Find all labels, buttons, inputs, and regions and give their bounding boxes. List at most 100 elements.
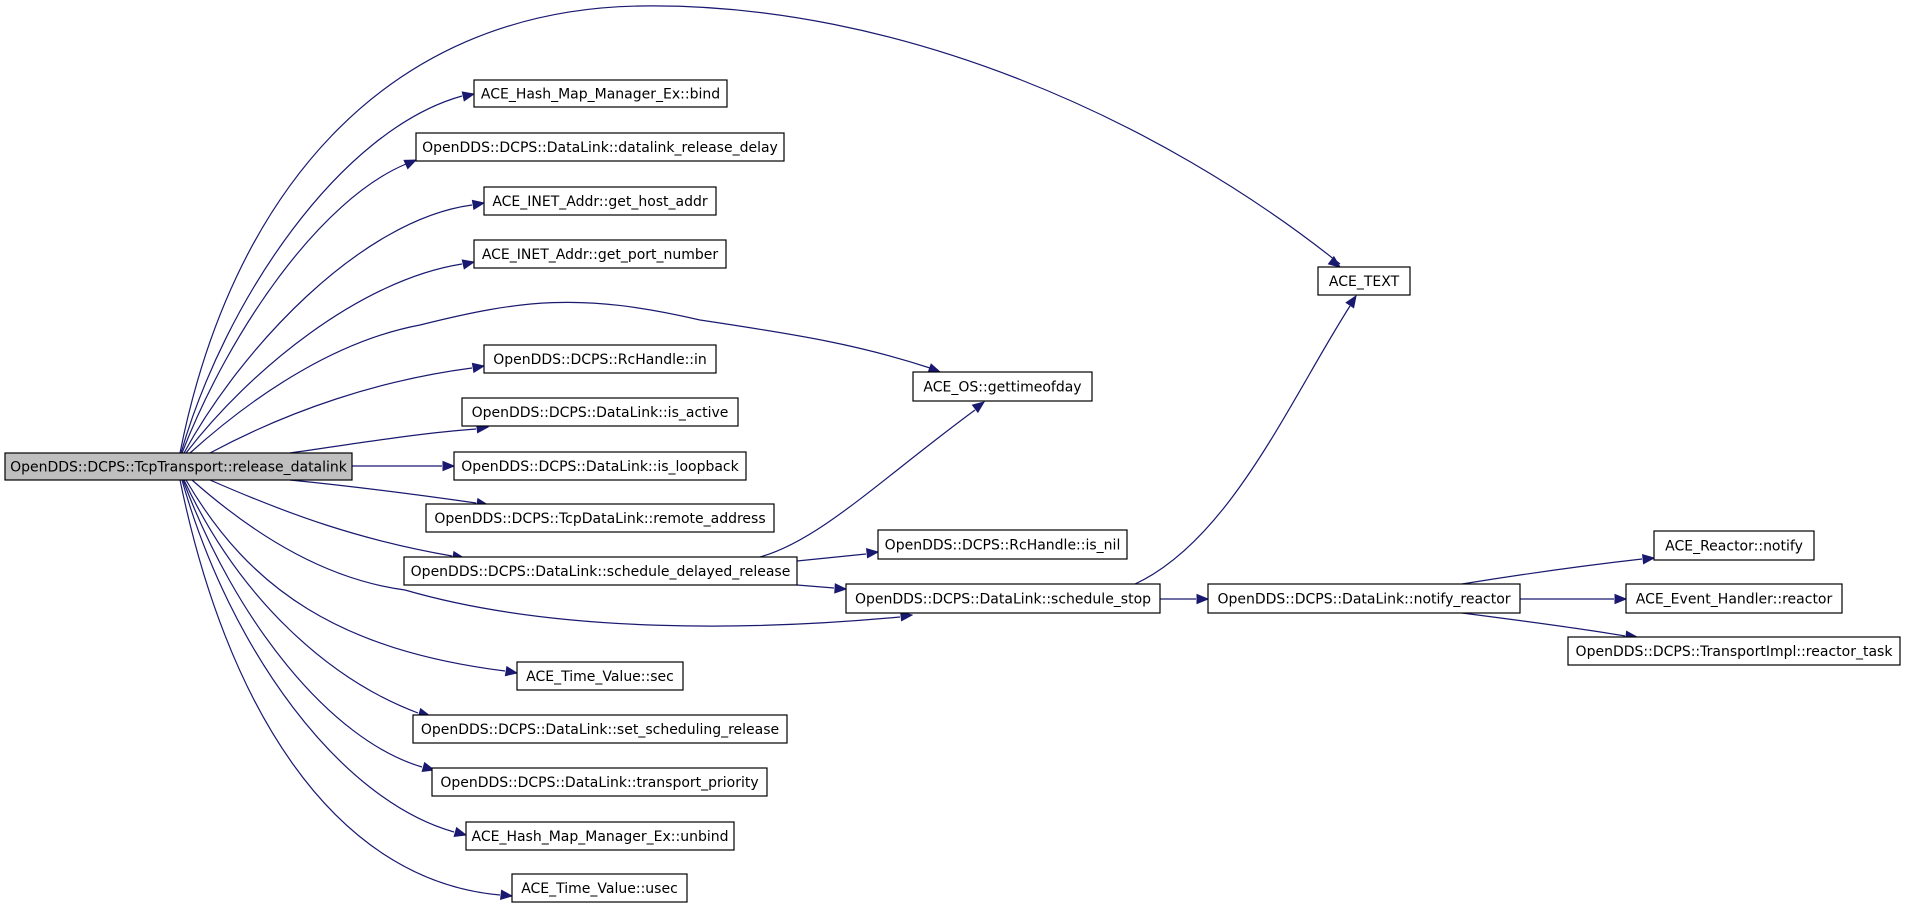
- edge-root-to-gha: [183, 199, 486, 454]
- edge-root-to-isact: [289, 423, 490, 454]
- node-box: [483, 344, 717, 374]
- node-label: OpenDDS::DCPS::TcpTransport::release_dat…: [10, 460, 348, 476]
- edge-line: [796, 584, 835, 589]
- node-box: [473, 239, 727, 269]
- node-sec[interactable]: ACE_Time_Value::sec: [516, 661, 684, 691]
- node-isnil[interactable]: OpenDDS::DCPS::RcHandle::is_nil: [877, 529, 1128, 560]
- edge-root-to-tp: [182, 479, 436, 772]
- arrowhead-icon: [834, 583, 848, 594]
- node-ssr[interactable]: OpenDDS::DCPS::DataLink::set_scheduling_…: [412, 714, 788, 744]
- edge-line: [179, 5, 1341, 454]
- node-isact[interactable]: OpenDDS::DCPS::DataLink::is_active: [461, 397, 739, 427]
- arrowhead-icon: [471, 362, 486, 374]
- node-box: [877, 529, 1128, 560]
- arrowhead-icon: [971, 401, 986, 414]
- node-root[interactable]: OpenDDS::DCPS::TcpTransport::release_dat…: [4, 452, 353, 481]
- node-box: [425, 503, 775, 533]
- arrowhead-icon: [421, 761, 436, 772]
- edge-root-to-bind: [180, 91, 476, 454]
- edge-line: [191, 479, 901, 627]
- node-ehreactor[interactable]: ACE_Event_Handler::reactor: [1625, 583, 1843, 614]
- edge-line: [180, 95, 463, 454]
- edge-root-to-dlrd: [181, 159, 418, 454]
- node-rtask[interactable]: OpenDDS::DCPS::TransportImpl::reactor_ta…: [1567, 636, 1901, 666]
- edge-notreact-to-rnotify: [1461, 554, 1656, 585]
- node-sstop[interactable]: OpenDDS::DCPS::DataLink::schedule_stop: [845, 583, 1161, 614]
- edge-line: [185, 263, 463, 454]
- node-box: [845, 583, 1161, 614]
- edge-root-to-ssr: [183, 479, 432, 718]
- node-unbind[interactable]: ACE_Hash_Map_Manager_Ex::unbind: [465, 821, 735, 851]
- node-remaddr[interactable]: OpenDDS::DCPS::TcpDataLink::remote_addre…: [425, 503, 775, 533]
- arrowhead-icon: [471, 199, 486, 211]
- node-bind[interactable]: ACE_Hash_Map_Manager_Ex::bind: [473, 79, 728, 108]
- arrowhead-icon: [461, 91, 476, 102]
- edge-notreact-to-rtask: [1461, 612, 1639, 641]
- edge-line: [182, 479, 423, 768]
- node-gpn[interactable]: ACE_INET_Addr::get_port_number: [473, 239, 727, 269]
- node-box: [1653, 530, 1815, 561]
- arrowhead-icon: [865, 548, 880, 559]
- node-acetext[interactable]: ACE_TEXT: [1317, 266, 1411, 296]
- edge-line: [209, 479, 453, 557]
- node-label: OpenDDS::DCPS::DataLink::set_scheduling_…: [421, 722, 779, 738]
- edge-root-to-unbind: [181, 479, 468, 837]
- node-label: OpenDDS::DCPS::DataLink::schedule_delaye…: [411, 564, 791, 580]
- edge-sstop-to-notreact: [1160, 593, 1210, 605]
- node-sdr[interactable]: OpenDDS::DCPS::DataLink::schedule_delaye…: [403, 556, 798, 586]
- node-rnotify[interactable]: ACE_Reactor::notify: [1653, 530, 1815, 561]
- node-label: ACE_INET_Addr::get_port_number: [482, 247, 719, 263]
- edge-root-to-gpn: [185, 259, 476, 454]
- node-label: ACE_TEXT: [1329, 274, 1400, 290]
- arrowhead-icon: [1641, 554, 1656, 565]
- edge-line: [1461, 558, 1643, 585]
- edge-line: [183, 479, 419, 714]
- edge-root-to-isloop: [352, 460, 456, 472]
- node-label: ACE_Time_Value::usec: [521, 881, 678, 897]
- node-box: [431, 767, 768, 797]
- edge-sdr-to-gtod: [759, 401, 986, 558]
- edge-line: [181, 479, 455, 833]
- node-tp[interactable]: OpenDDS::DCPS::DataLink::transport_prior…: [431, 767, 768, 797]
- node-label: OpenDDS::DCPS::DataLink::is_loopback: [461, 459, 739, 475]
- node-gtod[interactable]: ACE_OS::gettimeofday: [912, 371, 1093, 402]
- node-label: ACE_Reactor::notify: [1665, 539, 1803, 555]
- node-label: OpenDDS::DCPS::DataLink::transport_prior…: [440, 775, 758, 791]
- node-label: ACE_OS::gettimeofday: [923, 380, 1081, 396]
- edge-line: [189, 301, 931, 454]
- edge-line: [185, 479, 506, 672]
- node-label: OpenDDS::DCPS::RcHandle::in: [493, 352, 707, 368]
- node-label: OpenDDS::DCPS::RcHandle::is_nil: [885, 538, 1121, 554]
- node-label: ACE_INET_Addr::get_host_addr: [492, 194, 708, 210]
- edge-notreact-to-ehreactor: [1520, 593, 1628, 605]
- node-rcin[interactable]: OpenDDS::DCPS::RcHandle::in: [483, 344, 717, 374]
- node-dlrd[interactable]: OpenDDS::DCPS::DataLink::datalink_releas…: [415, 132, 785, 162]
- node-box: [4, 452, 353, 481]
- node-box: [465, 821, 735, 851]
- edge-root-to-sec: [185, 479, 519, 677]
- node-label: ACE_Event_Handler::reactor: [1636, 592, 1833, 608]
- node-notreact[interactable]: OpenDDS::DCPS::DataLink::notify_reactor: [1207, 583, 1521, 614]
- edge-sstop-to-acetext: [1134, 294, 1357, 585]
- edge-line: [1134, 305, 1351, 585]
- node-isloop[interactable]: OpenDDS::DCPS::DataLink::is_loopback: [453, 451, 747, 481]
- node-label: ACE_Time_Value::sec: [526, 669, 674, 685]
- arrowhead-icon: [453, 826, 468, 837]
- edge-root-to-gtod: [189, 301, 942, 454]
- arrowhead-icon: [403, 159, 418, 170]
- arrowhead-icon: [1327, 255, 1342, 268]
- arrowhead-icon: [504, 665, 519, 677]
- edge-line: [181, 163, 407, 454]
- arrowhead-icon: [499, 889, 514, 900]
- node-label: OpenDDS::DCPS::DataLink::schedule_stop: [855, 592, 1151, 608]
- node-gha[interactable]: ACE_INET_Addr::get_host_addr: [483, 186, 717, 216]
- node-label: ACE_Hash_Map_Manager_Ex::bind: [481, 87, 720, 103]
- node-label: OpenDDS::DCPS::DataLink::datalink_releas…: [422, 140, 778, 156]
- node-usec[interactable]: ACE_Time_Value::usec: [511, 873, 688, 903]
- edge-sdr-to-sstop: [796, 583, 848, 594]
- arrowhead-icon: [1345, 294, 1357, 309]
- arrowhead-icon: [442, 460, 456, 472]
- edge-line: [759, 409, 976, 558]
- edge-line: [289, 479, 477, 504]
